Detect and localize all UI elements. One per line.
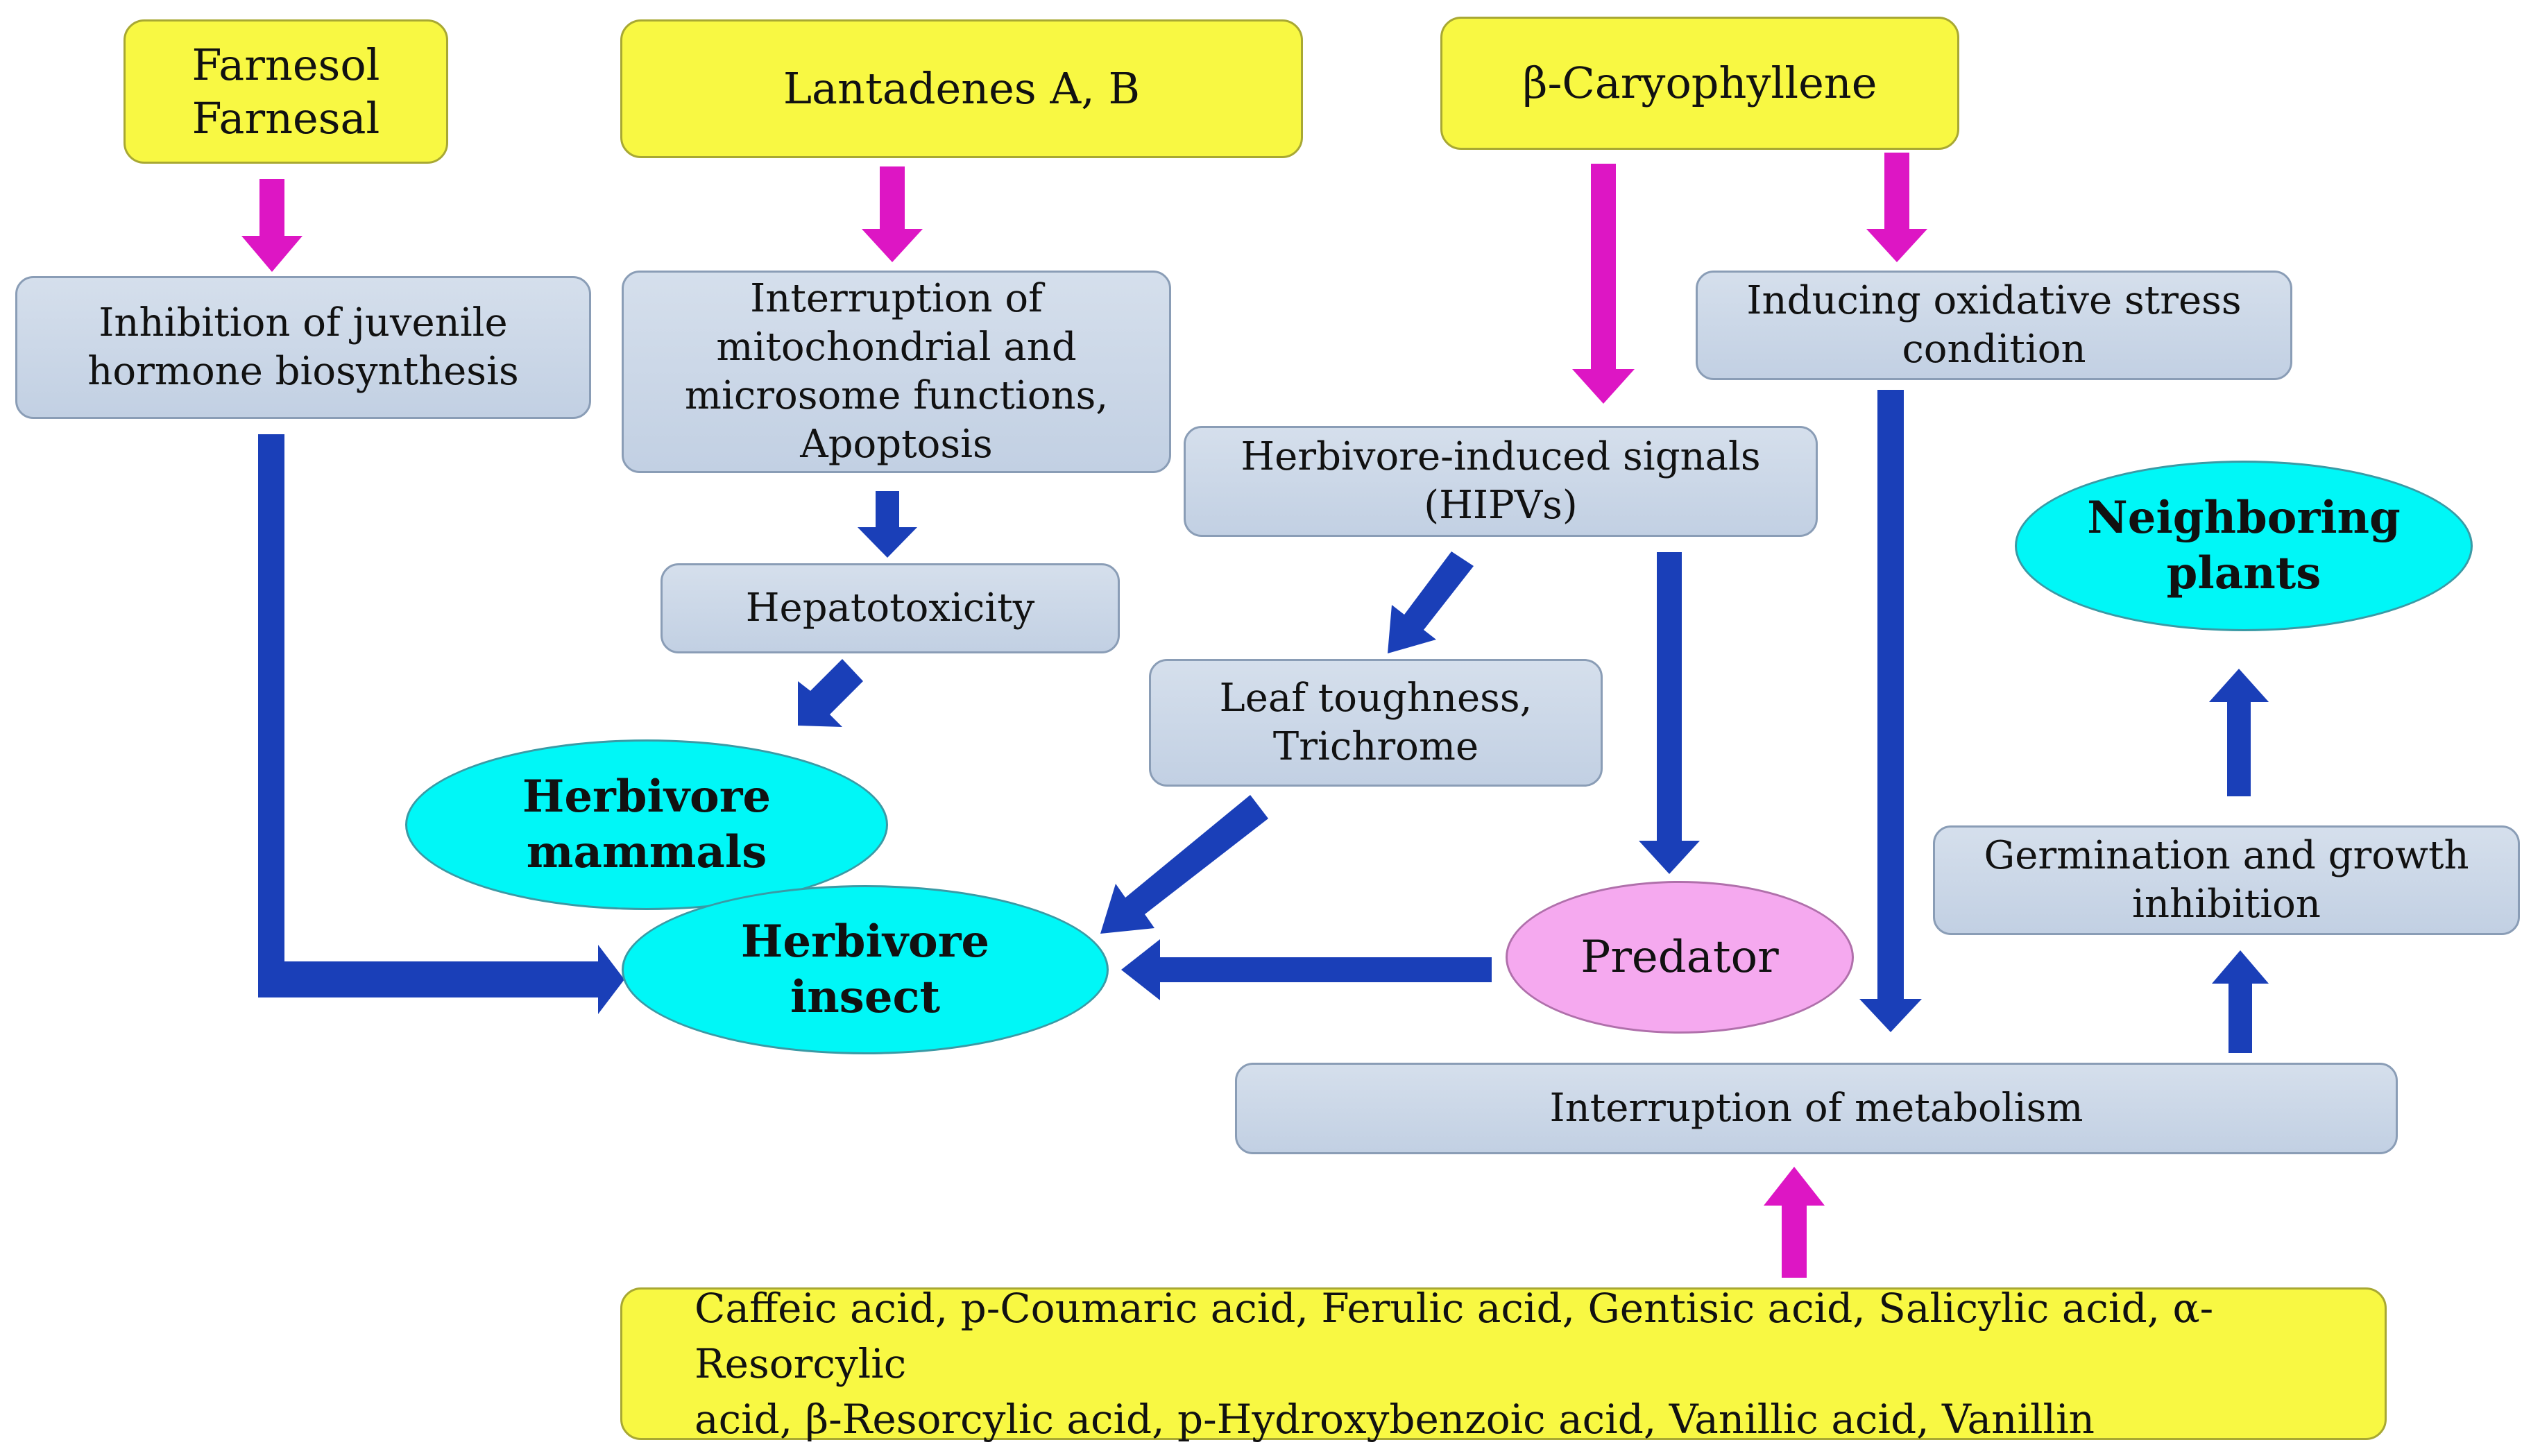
mammals-line-1: Herbivore — [522, 771, 772, 823]
germination-box: Germination and growth inhibition — [1933, 825, 2520, 935]
neighboring-line-1: Neighboring — [2087, 492, 2401, 544]
insect-line-1: Herbivore — [740, 916, 990, 968]
herbivore-insect-oval: Herbivore insect — [622, 885, 1109, 1054]
arrow-hipvs-to-predator — [1639, 552, 1700, 874]
arrow-caryophyllene-to-oxidative — [1866, 153, 1927, 262]
arrow-hipvs-to-leaf — [1388, 551, 1474, 653]
arrow-leaf-to-insect — [1100, 795, 1268, 934]
leaf-line-1: Leaf toughness, — [1219, 676, 1533, 721]
lantadenes-label: Lantadenes A, B — [783, 63, 1141, 114]
caryophyllene-box: β-Caryophyllene — [1440, 17, 1959, 150]
mammals-line-2: mammals — [526, 826, 767, 878]
oxidative-line-2: condition — [1902, 327, 2086, 372]
arrow-farnesol-to-juvenile — [241, 179, 302, 272]
juvenile-line-1: Inhibition of juvenile — [99, 300, 508, 345]
arrow-metabolism-to-germination — [2212, 950, 2269, 1053]
hipvs-line-1: Herbivore-induced signals — [1241, 434, 1761, 479]
farnesol-box: Farnesol Farnesal — [123, 19, 448, 164]
farnesal-label: Farnesal — [191, 93, 380, 144]
germination-line-1: Germination and growth — [1984, 833, 2469, 878]
hepatotoxicity-label: Hepatotoxicity — [745, 585, 1035, 631]
arrow-oxidative-to-metabolism — [1859, 390, 1922, 1032]
leaf-line-2: Trichrome — [1272, 724, 1479, 769]
neighboring-line-2: plants — [2166, 547, 2321, 599]
hipvs-box: Herbivore-induced signals (HIPVs) — [1184, 426, 1818, 537]
arrow-hepatotoxicity-to-mammals — [798, 659, 863, 727]
germination-line-2: inhibition — [2132, 882, 2321, 927]
arrow-predator-to-insect — [1121, 939, 1492, 1000]
hipvs-line-2: (HIPVs) — [1424, 483, 1578, 528]
mitochondrial-line-2: mitochondrial and — [716, 325, 1077, 370]
metabolism-box: Interruption of metabolism — [1235, 1063, 2398, 1154]
phenolic-acids-box: Caffeic acid, p-Coumaric acid, Ferulic a… — [620, 1285, 2387, 1443]
predator-oval: Predator — [1506, 881, 1854, 1034]
herbivore-mammals-oval: Herbivore mammals — [405, 739, 888, 910]
arrow-juvenile-to-insect — [258, 434, 624, 1014]
phenolics-line-1: Caffeic acid, p-Coumaric acid, Ferulic a… — [694, 1284, 2214, 1387]
arrow-mitochondrial-to-hepatotoxicity — [858, 491, 917, 558]
mitochondrial-line-1: Interruption of — [750, 276, 1043, 321]
caryophyllene-label: β-Caryophyllene — [1522, 58, 1877, 109]
farnesol-label: Farnesol — [191, 39, 380, 90]
oxidative-line-1: Inducing oxidative stress — [1746, 278, 2242, 323]
insect-line-2: insect — [790, 971, 941, 1023]
mitochondrial-line-4: Apoptosis — [800, 422, 993, 467]
neighboring-plants-oval: Neighboring plants — [2015, 461, 2473, 631]
metabolism-label: Interruption of metabolism — [1549, 1086, 2083, 1131]
leaf-toughness-box: Leaf toughness, Trichrome — [1149, 659, 1603, 787]
arrow-caryophyllene-to-hipvs — [1572, 164, 1635, 404]
juvenile-line-2: hormone biosynthesis — [87, 349, 519, 394]
arrow-phenolics-to-metabolism — [1764, 1167, 1825, 1278]
arrow-germination-to-neighboring — [2209, 669, 2269, 796]
phenolics-line-2: acid, β-Resorcylic acid, p-Hydroxybenzoi… — [694, 1396, 2095, 1444]
hepatotoxicity-box: Hepatotoxicity — [661, 563, 1120, 653]
arrow-lantadenes-to-mitochondrial — [862, 166, 923, 262]
juvenile-hormone-box: Inhibition of juvenile hormone biosynthe… — [15, 276, 591, 419]
oxidative-stress-box: Inducing oxidative stress condition — [1696, 271, 2292, 380]
predator-label: Predator — [1580, 932, 1779, 983]
lantadenes-box: Lantadenes A, B — [620, 19, 1303, 158]
mitochondrial-box: Interruption of mitochondrial and micros… — [622, 271, 1171, 473]
mitochondrial-line-3: microsome functions, — [684, 373, 1109, 418]
